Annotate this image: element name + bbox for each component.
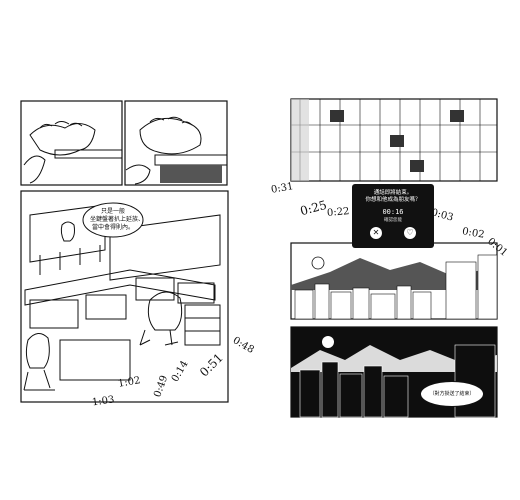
partition-mid bbox=[24, 269, 216, 306]
sleeping-head-2 bbox=[139, 117, 202, 155]
chair-1 bbox=[23, 155, 46, 184]
desk-shadow-2 bbox=[160, 165, 222, 183]
monitor-c bbox=[135, 277, 175, 301]
drawer-unit bbox=[184, 304, 221, 346]
worker-center bbox=[147, 291, 183, 331]
desk-1 bbox=[54, 149, 123, 159]
monitor-a bbox=[29, 299, 79, 329]
speech-bubble-text: 只是一般 坐鍵盤著扒上延族、 當中會得則內。 bbox=[90, 208, 145, 231]
mountains-day bbox=[291, 258, 497, 290]
sleeping-head-1 bbox=[29, 123, 96, 156]
buildings-day bbox=[294, 254, 498, 320]
accept-button[interactable]: ♡ bbox=[404, 227, 416, 239]
decline-button[interactable]: ✕ bbox=[370, 227, 382, 239]
worker-distant bbox=[60, 221, 75, 242]
moon-icon bbox=[322, 336, 334, 348]
monitor-d bbox=[177, 282, 215, 304]
call-timer-popup: 通話即將結束。 你想和他成為朋友嗎？ 00:16 確認您能 ✕ ♡ bbox=[352, 184, 434, 248]
speech-bubble bbox=[82, 202, 144, 238]
desk-front bbox=[59, 339, 131, 381]
sun-icon bbox=[311, 256, 325, 270]
cubicle-back-left bbox=[29, 204, 106, 263]
timer-sub-label: 確認您能 bbox=[384, 218, 402, 223]
timer-question: 通話即將結束。 你想和他成為朋友嗎？ bbox=[365, 190, 421, 203]
heart-icon: ♡ bbox=[406, 228, 414, 237]
x-icon: ✕ bbox=[372, 228, 380, 237]
panel-sleeping-1 bbox=[20, 100, 123, 186]
mountains-night bbox=[291, 345, 497, 372]
timestamp-0-22: 0:22 bbox=[326, 206, 350, 219]
monitor-b bbox=[85, 294, 127, 320]
cubicle-back-right bbox=[109, 214, 221, 281]
caption-bubble: （對方掛送了結束） bbox=[420, 381, 484, 407]
worker-left bbox=[25, 333, 50, 369]
buildings-night bbox=[299, 344, 496, 418]
timer-countdown: 00:16 bbox=[382, 208, 404, 216]
